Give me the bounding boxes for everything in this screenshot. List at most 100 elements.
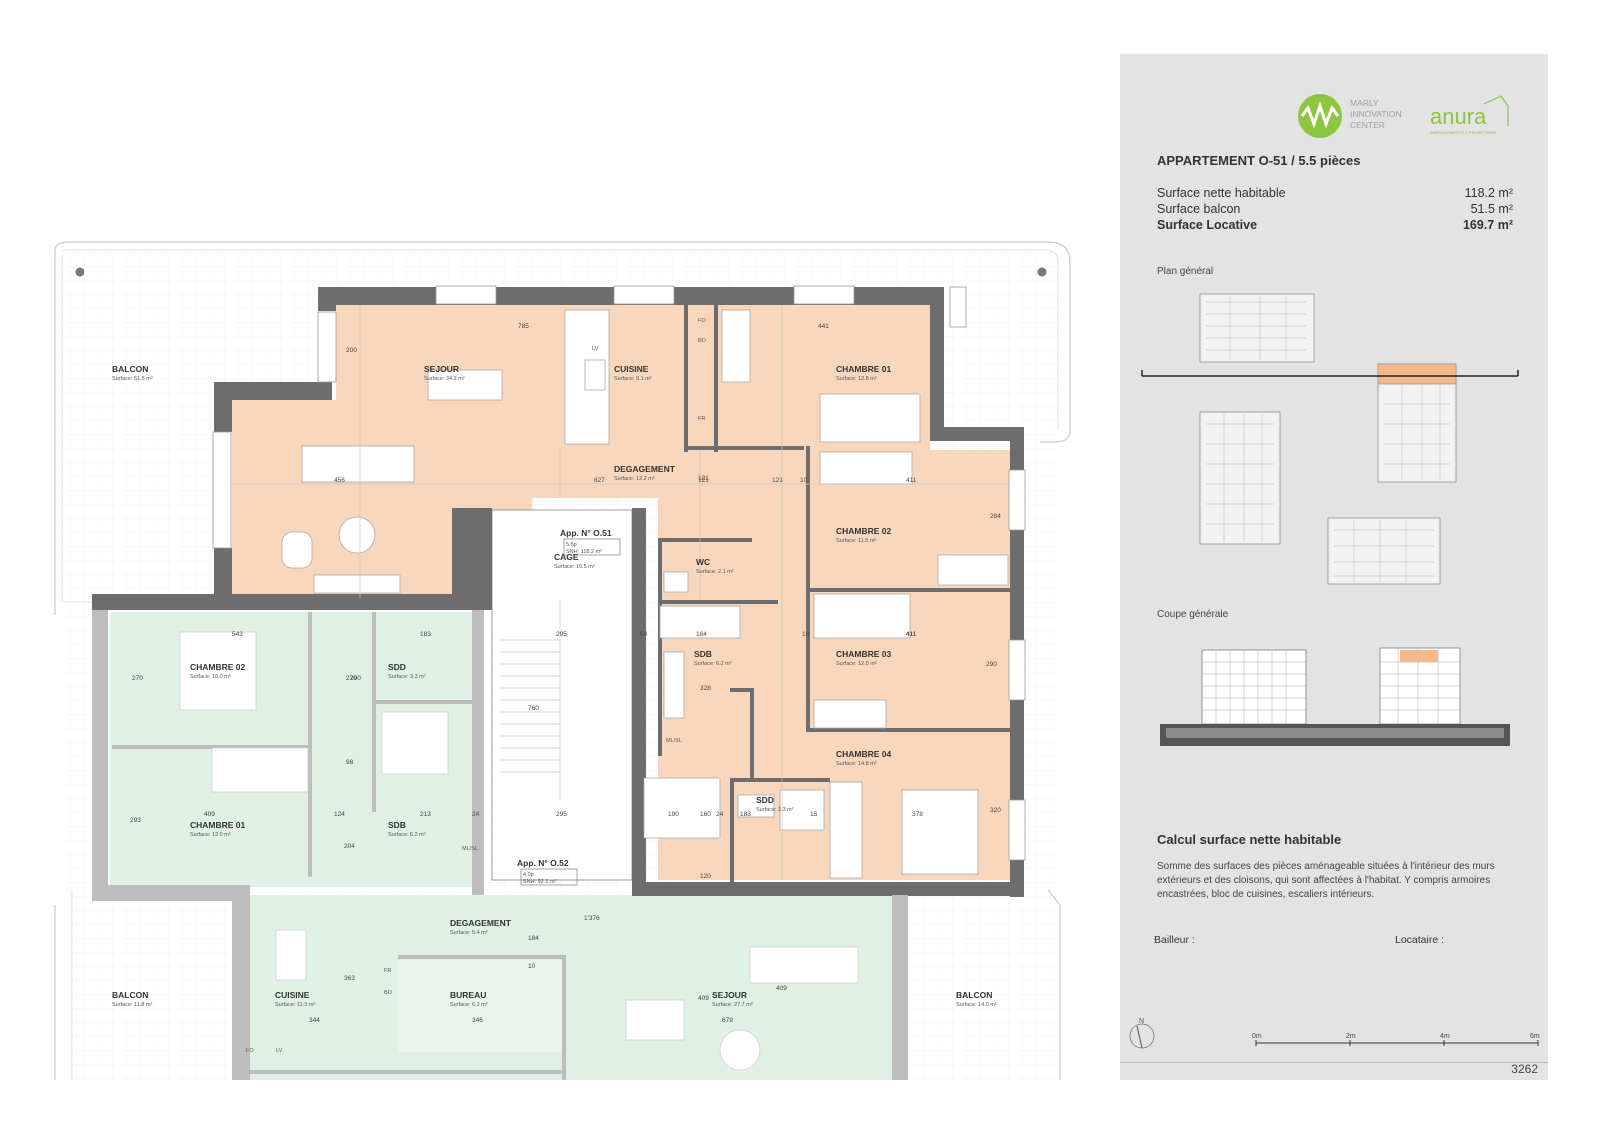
room-surface: Surface: 14.0 m² [956, 1002, 997, 1008]
dimension-label: 24 [716, 811, 724, 818]
room-surface: Surface: 16.5 m² [554, 564, 595, 570]
room-surface: Surface: 12.0 m² [190, 832, 231, 838]
dimension-label: 120 [700, 873, 711, 880]
room-surface: Surface: 16.0 m² [190, 674, 231, 680]
room-name: DEGAGEMENT [450, 918, 512, 928]
room-name: SDD [388, 662, 406, 672]
surface-value: 169.7 m² [1462, 218, 1513, 232]
room-surface: Surface: 3.3 m² [388, 674, 426, 680]
dimension-label: 760 [528, 705, 539, 712]
windows [212, 285, 1026, 861]
locataire-label: Locataire : [1395, 934, 1445, 946]
dimension-label: 785 [518, 323, 529, 330]
info-panel: MARLY INNOVATION CENTER anura AMENAGEMEN… [1120, 54, 1548, 1080]
room-name: CHAMBRE 01 [836, 364, 892, 374]
dimension-label: 627 [594, 477, 605, 484]
surface-label: Surface nette habitable [1157, 186, 1286, 200]
dimension-label: 121 [772, 477, 783, 484]
appliance-label: ML/SL [666, 738, 682, 744]
dimension-label: 184 [528, 935, 539, 942]
surface-value: 51.5 m² [1470, 202, 1513, 216]
marly-logo-icon: MARLY INNOVATION CENTER anura AMENAGEMEN… [1298, 94, 1509, 138]
room-surface: Surface: 11.3 m² [275, 1002, 315, 1008]
dimension-label: 320 [990, 807, 1001, 814]
dimension-label: 409 [776, 985, 787, 992]
dimension-label: 121 [698, 477, 709, 484]
dimension-label: 363 [344, 975, 355, 982]
dimension-label: 284 [990, 513, 1001, 520]
dimension-label: 1'376 [584, 915, 600, 922]
room-surface: Surface: 14.8 m² [836, 761, 877, 767]
dimension-label: 10 [528, 963, 536, 970]
panel-divider [1120, 1062, 1548, 1063]
room-surface: Surface: 12.0 m² [836, 661, 877, 667]
room-surface: Surface: 11.5 m² [836, 538, 876, 544]
dimension-label: 295 [556, 631, 567, 638]
floor-plan: SEJOUR Surface: 34.2 m² CUISINE Surface: 9.… [54, 241, 1071, 1080]
room-surface: Surface: 9.1 m² [614, 376, 652, 382]
surface-row-locative: Surface Locative 169.7 m² [1157, 218, 1513, 232]
appliance-label: FR [698, 416, 705, 422]
axis-lines [232, 305, 1010, 880]
dimension-label: 270 [132, 675, 143, 682]
room-surface: Surface: 6.2 m² [450, 1002, 488, 1008]
scale-label: 4m [1440, 1033, 1450, 1040]
room-name: WC [696, 557, 710, 567]
dimension-label: 213 [420, 811, 431, 818]
appliance-label: FO [246, 1048, 254, 1054]
appliance-label: ML/SL [462, 846, 478, 852]
dimension-label: 328 [700, 685, 711, 692]
room-name: CUISINE [275, 990, 310, 1000]
room-surface: Surface: 12.8 m² [836, 376, 877, 382]
dimension-label: 679 [722, 1017, 733, 1024]
room-name: SEJOUR [424, 364, 459, 374]
logo-line3: CENTER [1350, 120, 1385, 130]
dimension-label: 184 [696, 631, 707, 638]
room-name: SEJOUR [712, 990, 747, 1000]
dimension-label: 344 [309, 1017, 320, 1024]
app-tag-box [520, 868, 578, 886]
app-tag-pieces: 4.0p [523, 872, 534, 878]
appliance-label: FR [384, 968, 391, 974]
logo-line1: MARLY [1350, 98, 1379, 108]
room-name: BALCON [112, 364, 148, 374]
site-plan-thumbnail [1141, 293, 1519, 585]
app-tag-pieces: 5.5p [566, 542, 577, 548]
scale-label: 0m [1252, 1033, 1262, 1040]
room-name: CHAMBRE 03 [836, 649, 892, 659]
calc-text: Somme des surfaces des pièces aménageabl… [1157, 861, 1495, 900]
room-surface: Surface: 34.2 m² [424, 376, 465, 382]
dimension-label: 378 [912, 811, 923, 818]
dimension-label: 346 [472, 1017, 483, 1024]
room-name: BUREAU [450, 990, 486, 1000]
dimension-label: 290 [986, 661, 997, 668]
dimension-label: 98 [346, 759, 354, 766]
room-name: CHAMBRE 02 [190, 662, 246, 672]
apartment-title: APPARTEMENT O-51 / 5.5 pièces [1157, 153, 1361, 168]
appliance-label: FO [698, 318, 706, 324]
room-name: CAGE [554, 552, 579, 562]
dimension-label: 204 [344, 843, 355, 850]
app-tag-title: App. N° O.52 [517, 858, 569, 868]
furniture-other [179, 631, 859, 1071]
surface-value: 118.2 m² [1464, 186, 1513, 200]
appliance-label: BO [698, 338, 707, 344]
dimension-label: 183 [420, 631, 431, 638]
dimension-label: 121 [698, 475, 709, 482]
room-surface: Surface: 51.5 m² [112, 376, 153, 382]
dimension-label: 411 [906, 477, 917, 484]
calc-title: Calcul surface nette habitable [1157, 832, 1342, 847]
room-labels-other: BALCON Surface: 51.5 m² CHAMBRE 02 Surface:… [112, 364, 997, 1008]
room-surface: Surface: 27.7 m² [712, 1002, 753, 1008]
appliance-label: LV [592, 346, 599, 352]
surface-row-balcon: Surface balcon 51.5 m² [1157, 202, 1513, 216]
dimension-label: 543 [232, 631, 243, 638]
coupe-generale-label: Coupe générale [1157, 609, 1229, 620]
section-thumbnail [1160, 647, 1510, 746]
brand-tag: AMENAGEMENTS & PROMOTIONS [1430, 130, 1497, 135]
dimension-label: 54 [640, 631, 648, 638]
north-arrow-icon [1129, 1023, 1155, 1049]
app-tag-snh: SNH: 118.2 m² [566, 549, 602, 555]
